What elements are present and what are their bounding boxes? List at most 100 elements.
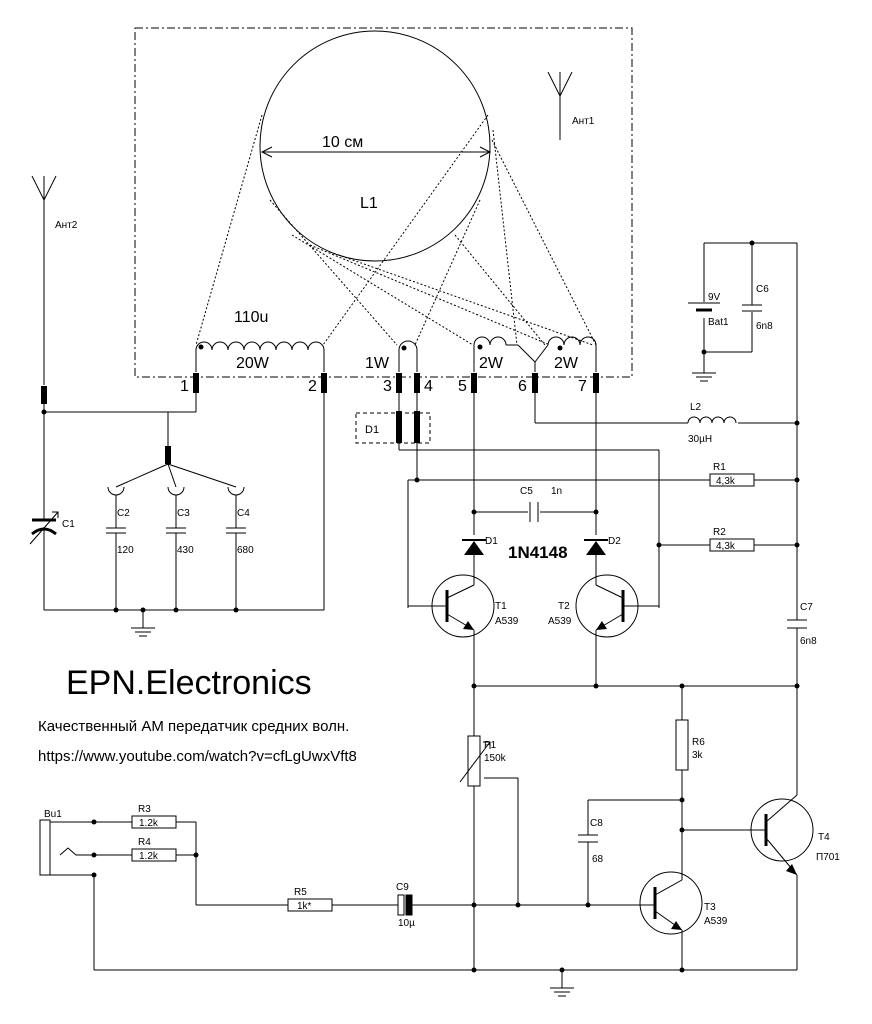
r6-value: 3k [692, 750, 704, 761]
c2-capacitor [106, 528, 126, 610]
c5-label: C5 [520, 486, 533, 497]
r1-label: R1 [713, 462, 726, 473]
c8-label: C8 [590, 818, 603, 829]
junctions-input [91, 819, 199, 878]
coil-label: L1 [360, 195, 378, 212]
bat-voltage: 9V [708, 292, 721, 303]
c5-capacitor [530, 502, 538, 522]
dot-marker [557, 345, 563, 351]
tap34-label: 1W [365, 355, 390, 372]
bat-label: Bat1 [708, 317, 729, 328]
c8-value: 68 [592, 854, 604, 865]
c9-value: 10µ [398, 918, 415, 929]
c2-label: C2 [117, 508, 130, 519]
l2-value: 30µH [688, 434, 712, 445]
transistor-t1 [408, 575, 494, 686]
antenna-2-label: Ант2 [55, 220, 78, 231]
r2-resistor [710, 539, 754, 551]
c7-capacitor [787, 620, 807, 628]
c4-label: C4 [237, 508, 250, 519]
c5-value: 1n [551, 486, 562, 497]
l2-inductor [688, 417, 736, 423]
c3-value: 430 [177, 545, 194, 556]
junctions-osc [414, 420, 800, 548]
t2-type: A539 [548, 616, 572, 627]
antenna-1-icon [548, 72, 572, 140]
c4-capacitor [226, 528, 246, 610]
c7-label: C7 [800, 602, 813, 613]
r3-value: 1.2k [139, 818, 159, 829]
c7-value: 6n8 [800, 636, 817, 647]
audio-jack-icon [40, 820, 94, 875]
transistor-t3 [640, 872, 702, 934]
c9-label: C9 [396, 882, 409, 893]
dot-marker [477, 344, 483, 350]
junctions-tank [113, 607, 239, 613]
c3-capacitor [166, 528, 186, 610]
ground-3-icon [550, 988, 574, 996]
antenna-2-plug [41, 386, 47, 404]
band-switch [108, 464, 244, 528]
diode-d2 [584, 540, 608, 585]
d1-box-label: D1 [365, 424, 379, 436]
r2-label: R2 [713, 527, 726, 538]
battery-icon [688, 303, 720, 310]
oscillator-wiring [399, 393, 797, 608]
pin-7-label: 7 [578, 378, 587, 395]
r4-label: R4 [138, 837, 151, 848]
r4-resistor [132, 849, 176, 861]
coil-pins [193, 373, 599, 393]
caption-line-2: https://www.youtube.com/watch?v=cfLgUwxV… [38, 748, 357, 765]
junctions-mod [471, 797, 685, 973]
t4-type: П701 [816, 852, 840, 863]
d1-jumper-plugs [396, 411, 420, 443]
t1-label: T1 [495, 601, 507, 612]
t3-label: T3 [704, 902, 716, 913]
tap5-label: 2W [479, 355, 504, 372]
r5-label: R5 [294, 887, 307, 898]
diode-d2-label: D2 [608, 536, 621, 547]
t3-type: A539 [704, 916, 728, 927]
p1-potentiometer [460, 736, 490, 786]
winding-projection-lines [196, 115, 596, 345]
r3-label: R3 [138, 804, 151, 815]
l2-label: L2 [690, 402, 702, 413]
pin-1-label: 1 [180, 378, 189, 395]
diameter-label: 10 см [322, 134, 363, 151]
loop-coil-l1 [260, 31, 490, 261]
diode-d1-label: D1 [485, 536, 498, 547]
c1-label: C1 [62, 519, 75, 530]
tap67-label: 2W [554, 355, 579, 372]
t1-type: A539 [495, 616, 519, 627]
c8-capacitor [578, 835, 598, 842]
c9-capacitor [398, 895, 412, 915]
pin-4-label: 4 [424, 378, 433, 395]
r1-resistor [710, 474, 754, 486]
t4-label: T4 [818, 832, 830, 843]
antenna-1-label: Ант1 [572, 116, 595, 127]
transistor-t2 [576, 575, 659, 686]
c6-value: 6n8 [756, 321, 773, 332]
pin-5-label: 5 [458, 378, 467, 395]
p1-label: P1 [484, 740, 497, 751]
ground-2-icon [692, 373, 716, 381]
transistor-t4 [751, 795, 813, 875]
primary-wire-label: 20W [236, 355, 270, 372]
r5-resistor [288, 899, 332, 911]
p1-value: 150k [484, 753, 507, 764]
r5-value: 1k* [297, 901, 312, 912]
r1-value: 4,3k [716, 476, 736, 487]
c1-variable-capacitor [30, 512, 58, 545]
switch-common-plug [165, 446, 171, 464]
dot-marker [198, 344, 204, 350]
r6-resistor [676, 720, 688, 770]
junction [41, 409, 47, 415]
tank-wiring [44, 393, 324, 628]
c6-label: C6 [756, 284, 769, 295]
d1-jumper-box [356, 413, 430, 443]
diode-d1 [462, 540, 486, 585]
bu1-label: Bu1 [44, 809, 62, 820]
dot-marker [401, 345, 407, 351]
c2-value: 120 [117, 545, 134, 556]
